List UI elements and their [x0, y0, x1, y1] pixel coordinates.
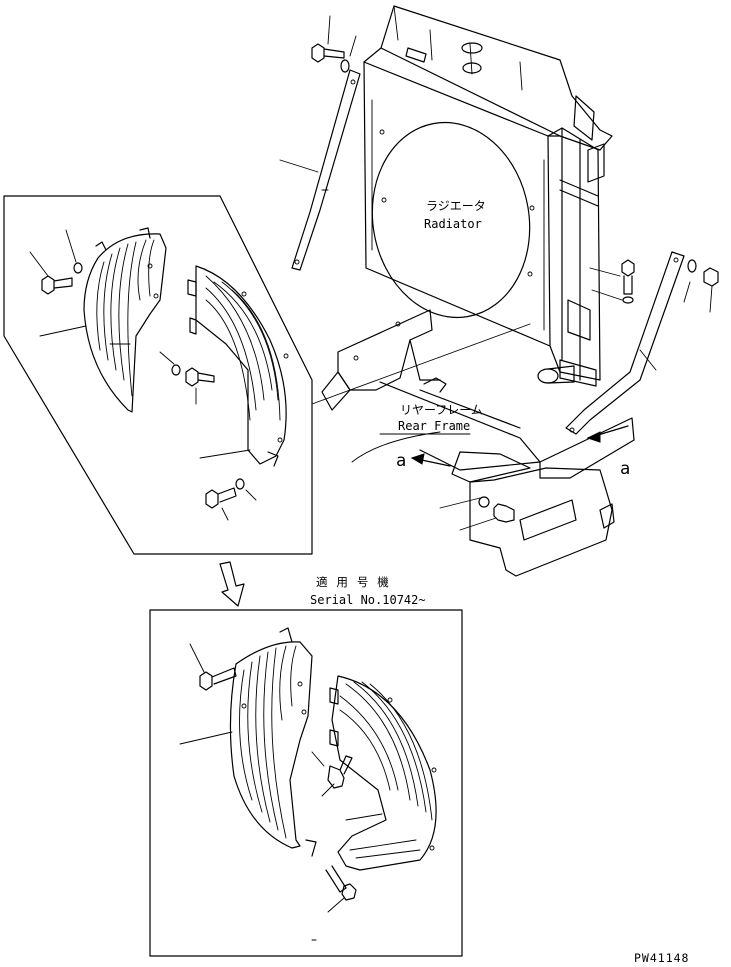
radiator [363, 5, 613, 387]
left-stay [291, 69, 361, 271]
down-arrow-icon [219, 561, 245, 607]
radiator-label-jp: ラジエータ [426, 199, 486, 213]
view-letter-left: a [396, 451, 406, 471]
fan-shroud-left-lower [229, 627, 317, 857]
view-arrows [410, 425, 629, 467]
drawing-code: PW41148 [634, 951, 689, 965]
rear-frame-label-en: Rear Frame [398, 419, 470, 433]
fan-shroud-right-lower [329, 675, 437, 871]
radiator-label-en: Radiator [424, 217, 482, 231]
serial-label-jp: 適 用 号 機 [316, 575, 390, 589]
rear-frame-label-jp: リヤーフレーム [400, 403, 483, 417]
rear-frame [321, 309, 635, 577]
bolts-upper-detail [29, 229, 257, 521]
bolts-lower-detail [179, 643, 383, 941]
bolt-top [279, 15, 357, 173]
fan-shroud-right-upper [187, 265, 289, 467]
view-letter-right: a [620, 459, 630, 479]
serial-label-en: Serial No.10742~ [310, 593, 426, 607]
fan-shroud-left-upper [83, 227, 167, 413]
detail-view-upper [3, 195, 531, 555]
right-stay [565, 251, 719, 435]
detail-view-lower [149, 609, 463, 957]
